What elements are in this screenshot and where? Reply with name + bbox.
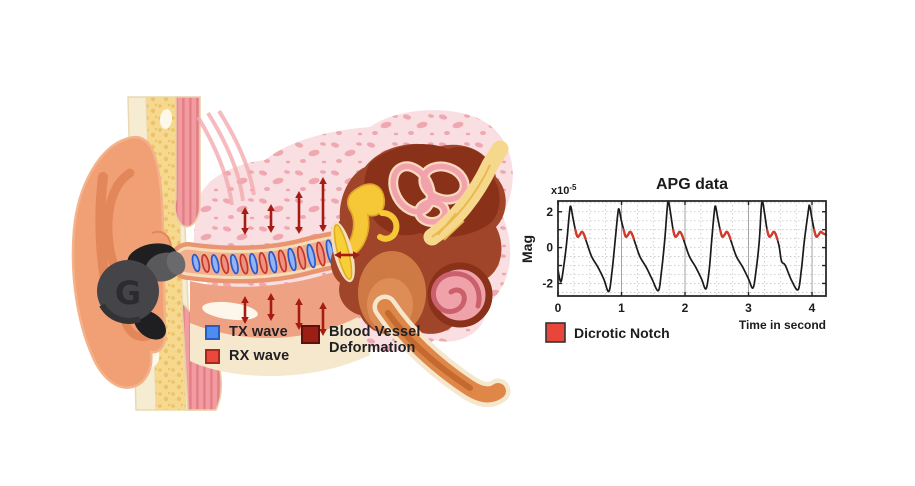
x-tick-label: 4: [809, 301, 816, 315]
earbud: G: [97, 243, 186, 340]
rx-wave-lens: [220, 254, 230, 275]
rx-wave-lens: [201, 253, 210, 273]
tx-wave-lens: [306, 243, 316, 269]
rx-wave-lens: [316, 241, 326, 267]
ossicles: [343, 183, 400, 256]
tx-swatch: [205, 325, 220, 340]
tx-wave-lens: [210, 254, 220, 274]
bvd-swatch: [301, 325, 320, 344]
chart-grid: [558, 201, 826, 296]
dicrotic-notch-swatch: [545, 322, 566, 343]
legend-item-bvd: Blood Vessel Deformation: [301, 324, 420, 356]
rx-wave-lens: [277, 249, 288, 273]
x-tick-label: 0: [555, 301, 562, 315]
x-tick-label: 1: [618, 301, 625, 315]
chart-title: APG data: [656, 176, 728, 193]
x-tick-label: 3: [745, 301, 752, 315]
y-tick-label: -2: [542, 276, 553, 290]
eustachian-tube: [372, 294, 511, 407]
rx-swatch: [205, 349, 220, 364]
tx-rx-wave-lenses: [191, 239, 336, 275]
ear-illustration: G: [71, 96, 513, 411]
tx-wave-lens: [287, 247, 297, 272]
legend-item-rx: RX wave: [205, 348, 289, 364]
muscle-fibers: [196, 109, 256, 206]
rx-label: RX wave: [229, 348, 290, 364]
axis-ticks: [557, 201, 826, 296]
skin-below-canal: [190, 269, 362, 339]
legend-item-tx: TX wave: [205, 324, 288, 340]
apg-waveform: [557, 200, 828, 293]
x-tick-labels: 0 1 2 3 4: [555, 301, 816, 315]
x-tick-label: 2: [682, 301, 689, 315]
y-tick-labels: -2 0 2: [542, 205, 553, 291]
tx-wave-lens: [191, 253, 201, 273]
dicrotic-notch-segments: [574, 228, 828, 241]
y-axis-label: Mag: [520, 235, 535, 263]
x-axis-label: Time in second: [739, 318, 826, 332]
cochlea: [427, 262, 493, 328]
plot-frame: [557, 200, 827, 297]
y-tick-label: 0: [546, 241, 553, 255]
rx-wave-lens: [296, 245, 307, 270]
tx-label: TX wave: [229, 324, 288, 340]
muscle-upper: [174, 96, 201, 228]
blood-vessel-deformation-arrows: [241, 177, 360, 336]
bvd-label: Blood Vessel Deformation: [329, 324, 421, 357]
y-axis-multiplier: x10-5: [551, 183, 577, 197]
apg-signal-line: [557, 200, 815, 293]
rx-wave-lens: [258, 252, 268, 274]
y-tick-label: 2: [546, 205, 553, 219]
rx-wave-lens: [239, 253, 249, 275]
inner-ear: [330, 140, 511, 407]
tx-wave-lens: [229, 253, 239, 275]
tx-wave-lens: [268, 250, 278, 274]
auditory-nerve: [423, 140, 509, 246]
dicrotic-notch-label: Dicrotic Notch: [574, 325, 670, 341]
tx-wave-lens: [249, 252, 259, 275]
earbud-logo: G: [115, 274, 141, 312]
earbud-body: [97, 260, 159, 322]
semicircular-canals: [388, 161, 470, 227]
